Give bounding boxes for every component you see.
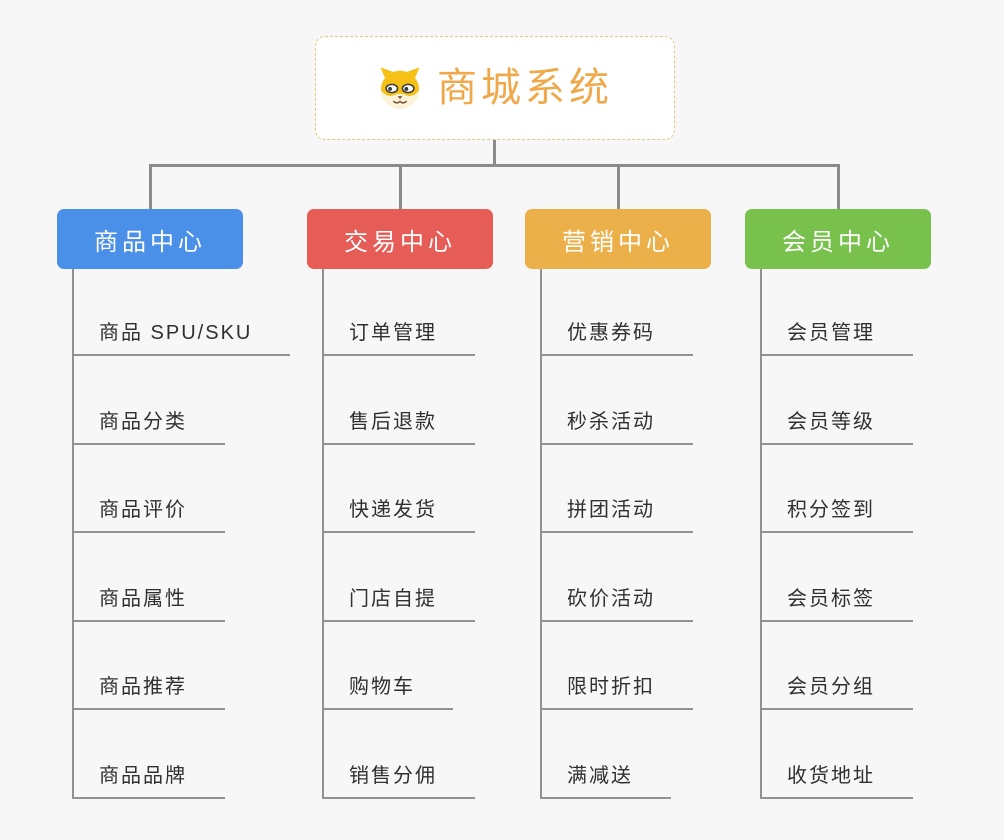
root-title: 商城系统 [437, 66, 613, 110]
branch-node-trade[interactable]: 交易中心 [307, 209, 493, 269]
leaf-node[interactable]: 会员等级 [760, 405, 913, 445]
connector-drop-products [149, 164, 152, 209]
branch-node-marketing[interactable]: 营销中心 [525, 209, 711, 269]
leaf-node[interactable]: 限时折扣 [540, 670, 693, 710]
leaf-node[interactable]: 砍价活动 [540, 582, 693, 622]
branch-column-marketing: 营销中心 优惠券码 秒杀活动 拼团活动 砍价活动 限时折扣 满减送 [525, 209, 775, 840]
root-node[interactable]: 商城系统 [315, 36, 675, 140]
branch-column-members: 会员中心 会员管理 会员等级 积分签到 会员标签 会员分组 收货地址 [745, 209, 995, 840]
connector-drop-members [837, 164, 840, 209]
leaf-node[interactable]: 会员管理 [760, 316, 913, 356]
connector-trunk [72, 269, 74, 799]
branch-node-members[interactable]: 会员中心 [745, 209, 931, 269]
dog-face-icon [380, 67, 420, 110]
leaf-node[interactable]: 商品推荐 [72, 670, 225, 710]
leaf-node[interactable]: 会员分组 [760, 670, 913, 710]
connector-root-stem [493, 140, 496, 165]
connector-trunk [322, 269, 324, 799]
leaf-node[interactable]: 优惠券码 [540, 316, 693, 356]
leaf-node[interactable]: 商品品牌 [72, 759, 225, 799]
connector-trunk [540, 269, 542, 799]
leaf-node[interactable]: 拼团活动 [540, 493, 693, 533]
branch-node-products[interactable]: 商品中心 [57, 209, 243, 269]
leaf-node[interactable]: 购物车 [322, 670, 453, 710]
leaf-node[interactable]: 订单管理 [322, 316, 475, 356]
connector-trunk [760, 269, 762, 799]
connector-horizontal-bar [149, 164, 840, 167]
leaf-node[interactable]: 快递发货 [322, 493, 475, 533]
leaf-node[interactable]: 商品分类 [72, 405, 225, 445]
branch-column-trade: 交易中心 订单管理 售后退款 快递发货 门店自提 购物车 销售分佣 [307, 209, 557, 840]
leaf-node[interactable]: 满减送 [540, 759, 671, 799]
leaf-node[interactable]: 秒杀活动 [540, 405, 693, 445]
leaf-node[interactable]: 商品评价 [72, 493, 225, 533]
leaf-node[interactable]: 售后退款 [322, 405, 475, 445]
leaf-node[interactable]: 商品 SPU/SKU [72, 316, 291, 356]
leaf-node[interactable]: 积分签到 [760, 493, 913, 533]
leaf-node[interactable]: 收货地址 [760, 759, 913, 799]
connector-drop-marketing [617, 164, 620, 209]
connector-drop-trade [399, 164, 402, 209]
leaf-node[interactable]: 门店自提 [322, 582, 475, 622]
branch-column-products: 商品中心 商品 SPU/SKU 商品分类 商品评价 商品属性 商品推荐 商品品牌 [57, 209, 307, 840]
leaf-node[interactable]: 销售分佣 [322, 759, 475, 799]
leaf-node[interactable]: 商品属性 [72, 582, 225, 622]
leaf-node[interactable]: 会员标签 [760, 582, 913, 622]
